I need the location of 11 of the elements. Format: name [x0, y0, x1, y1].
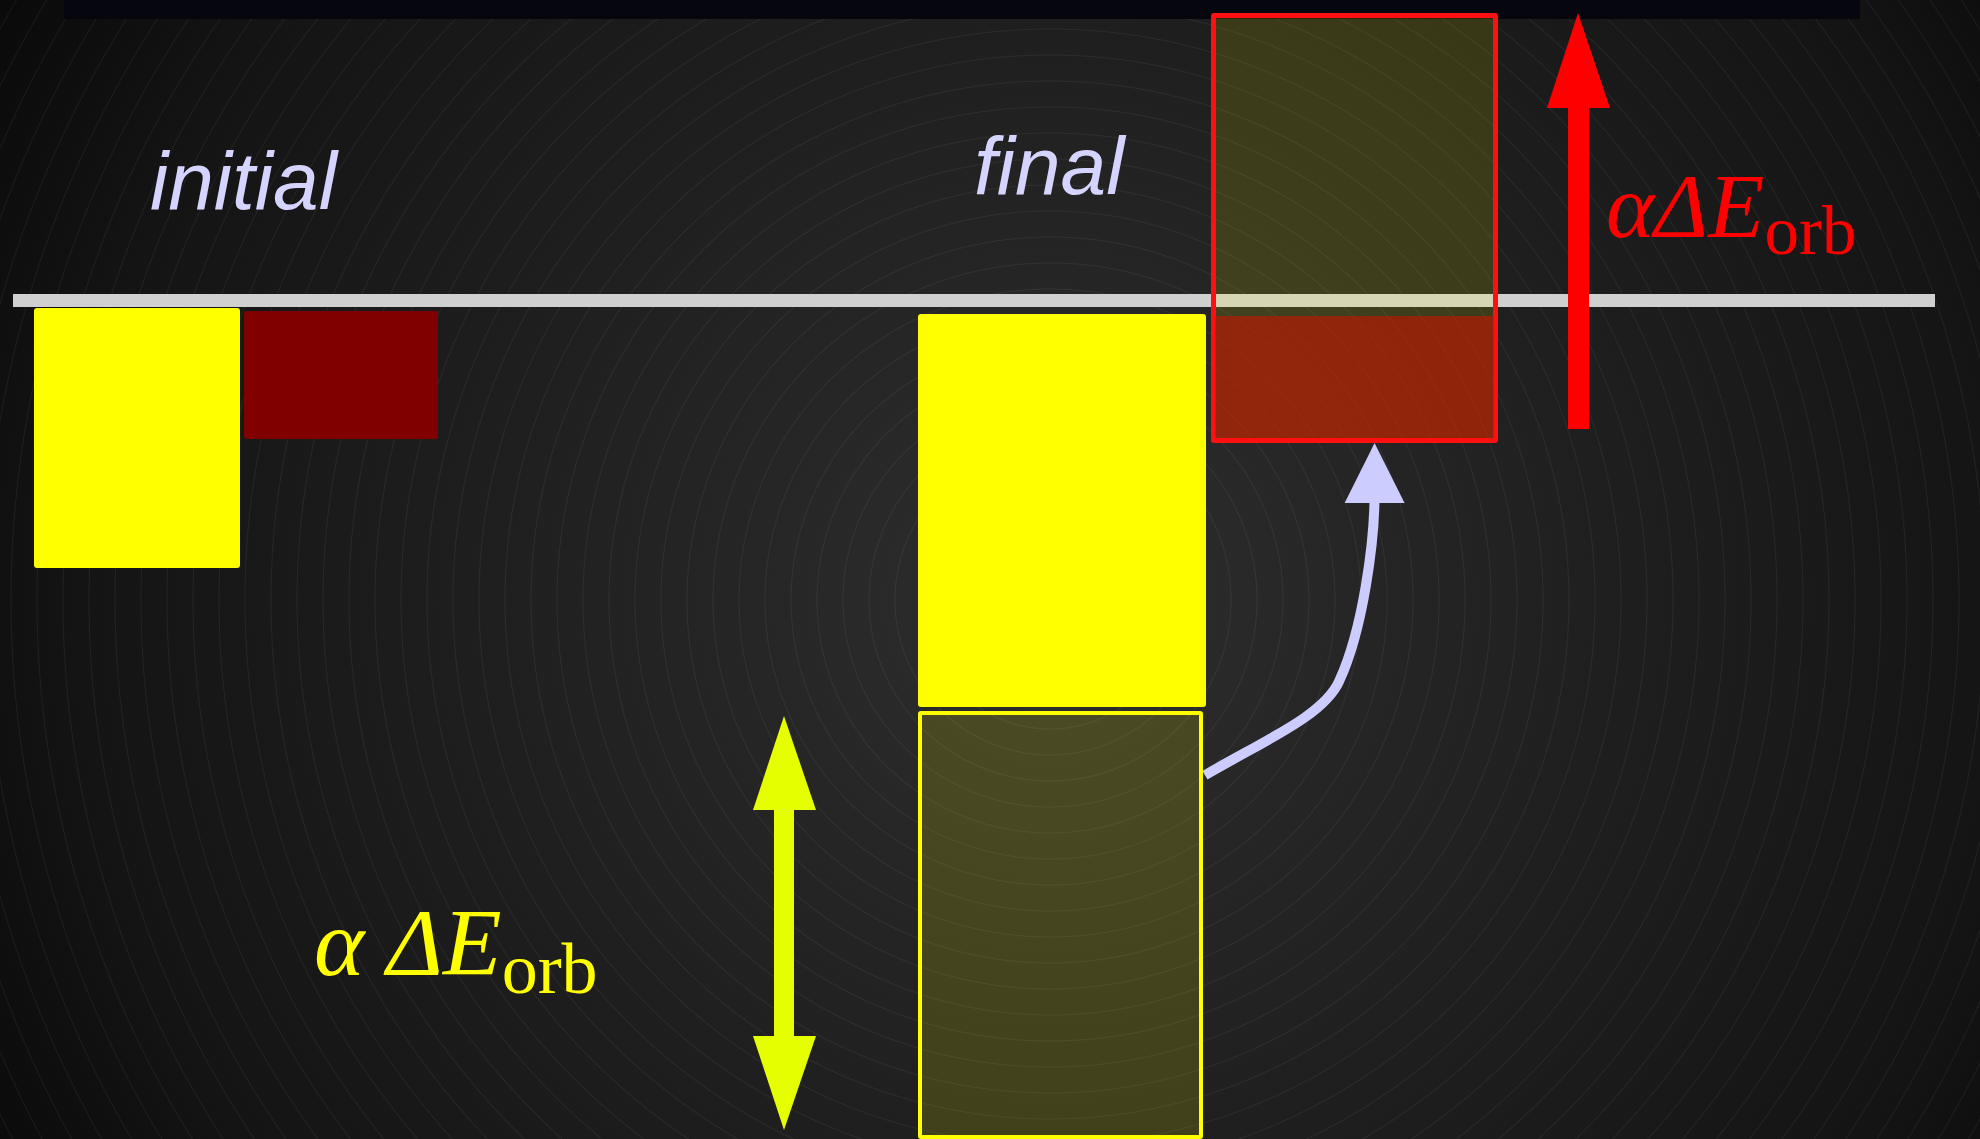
energy-label: αΔE$_{orb}$: [1606, 160, 1857, 267]
curved-arrow: [1202, 443, 1405, 780]
level-bar: [244, 311, 438, 439]
outlined-bar: [918, 711, 1203, 1139]
energy-label: α ΔE$_{orb}$: [314, 895, 598, 1005]
state-label: initial: [150, 140, 337, 222]
level-bar: [918, 314, 1206, 707]
state-label: final: [974, 125, 1125, 207]
level-bar: [1215, 316, 1494, 438]
level-bar: [34, 308, 240, 568]
outlined-bar: [1211, 13, 1498, 443]
